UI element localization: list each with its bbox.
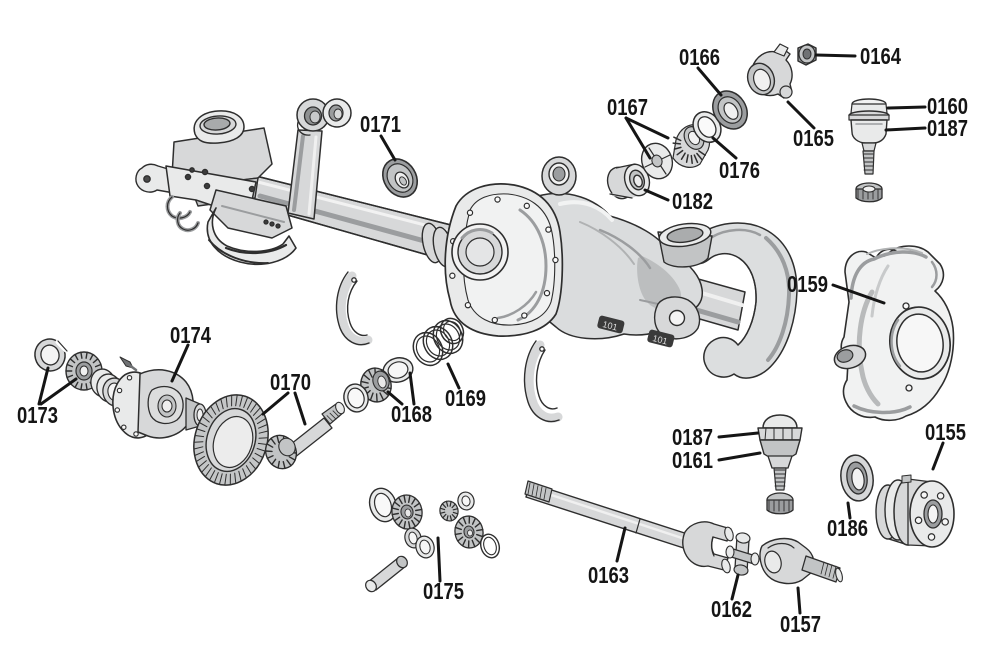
svg-text:0168: 0168 bbox=[391, 401, 432, 427]
svg-text:0175: 0175 bbox=[423, 578, 464, 604]
svg-text:0166: 0166 bbox=[679, 44, 720, 70]
svg-text:101: 101 bbox=[652, 333, 669, 346]
svg-text:101: 101 bbox=[602, 319, 619, 332]
svg-text:0170: 0170 bbox=[270, 369, 311, 395]
svg-text:0167: 0167 bbox=[607, 94, 648, 120]
svg-text:0159: 0159 bbox=[787, 271, 828, 297]
svg-text:0162: 0162 bbox=[711, 596, 752, 622]
svg-text:0186: 0186 bbox=[827, 515, 868, 541]
svg-text:0164: 0164 bbox=[860, 43, 901, 69]
svg-text:0187: 0187 bbox=[672, 424, 713, 450]
svg-text:0176: 0176 bbox=[719, 157, 760, 183]
svg-text:0165: 0165 bbox=[793, 125, 834, 151]
svg-text:0160: 0160 bbox=[927, 93, 968, 119]
svg-text:0182: 0182 bbox=[672, 188, 713, 214]
svg-text:0187: 0187 bbox=[927, 115, 968, 141]
svg-text:0157: 0157 bbox=[780, 611, 821, 637]
svg-text:0171: 0171 bbox=[360, 111, 401, 137]
svg-text:0161: 0161 bbox=[672, 447, 713, 473]
svg-text:0173: 0173 bbox=[17, 402, 58, 428]
svg-text:0163: 0163 bbox=[588, 562, 629, 588]
svg-text:0174: 0174 bbox=[170, 322, 211, 348]
svg-text:0169: 0169 bbox=[445, 385, 486, 411]
svg-text:0155: 0155 bbox=[925, 419, 966, 445]
